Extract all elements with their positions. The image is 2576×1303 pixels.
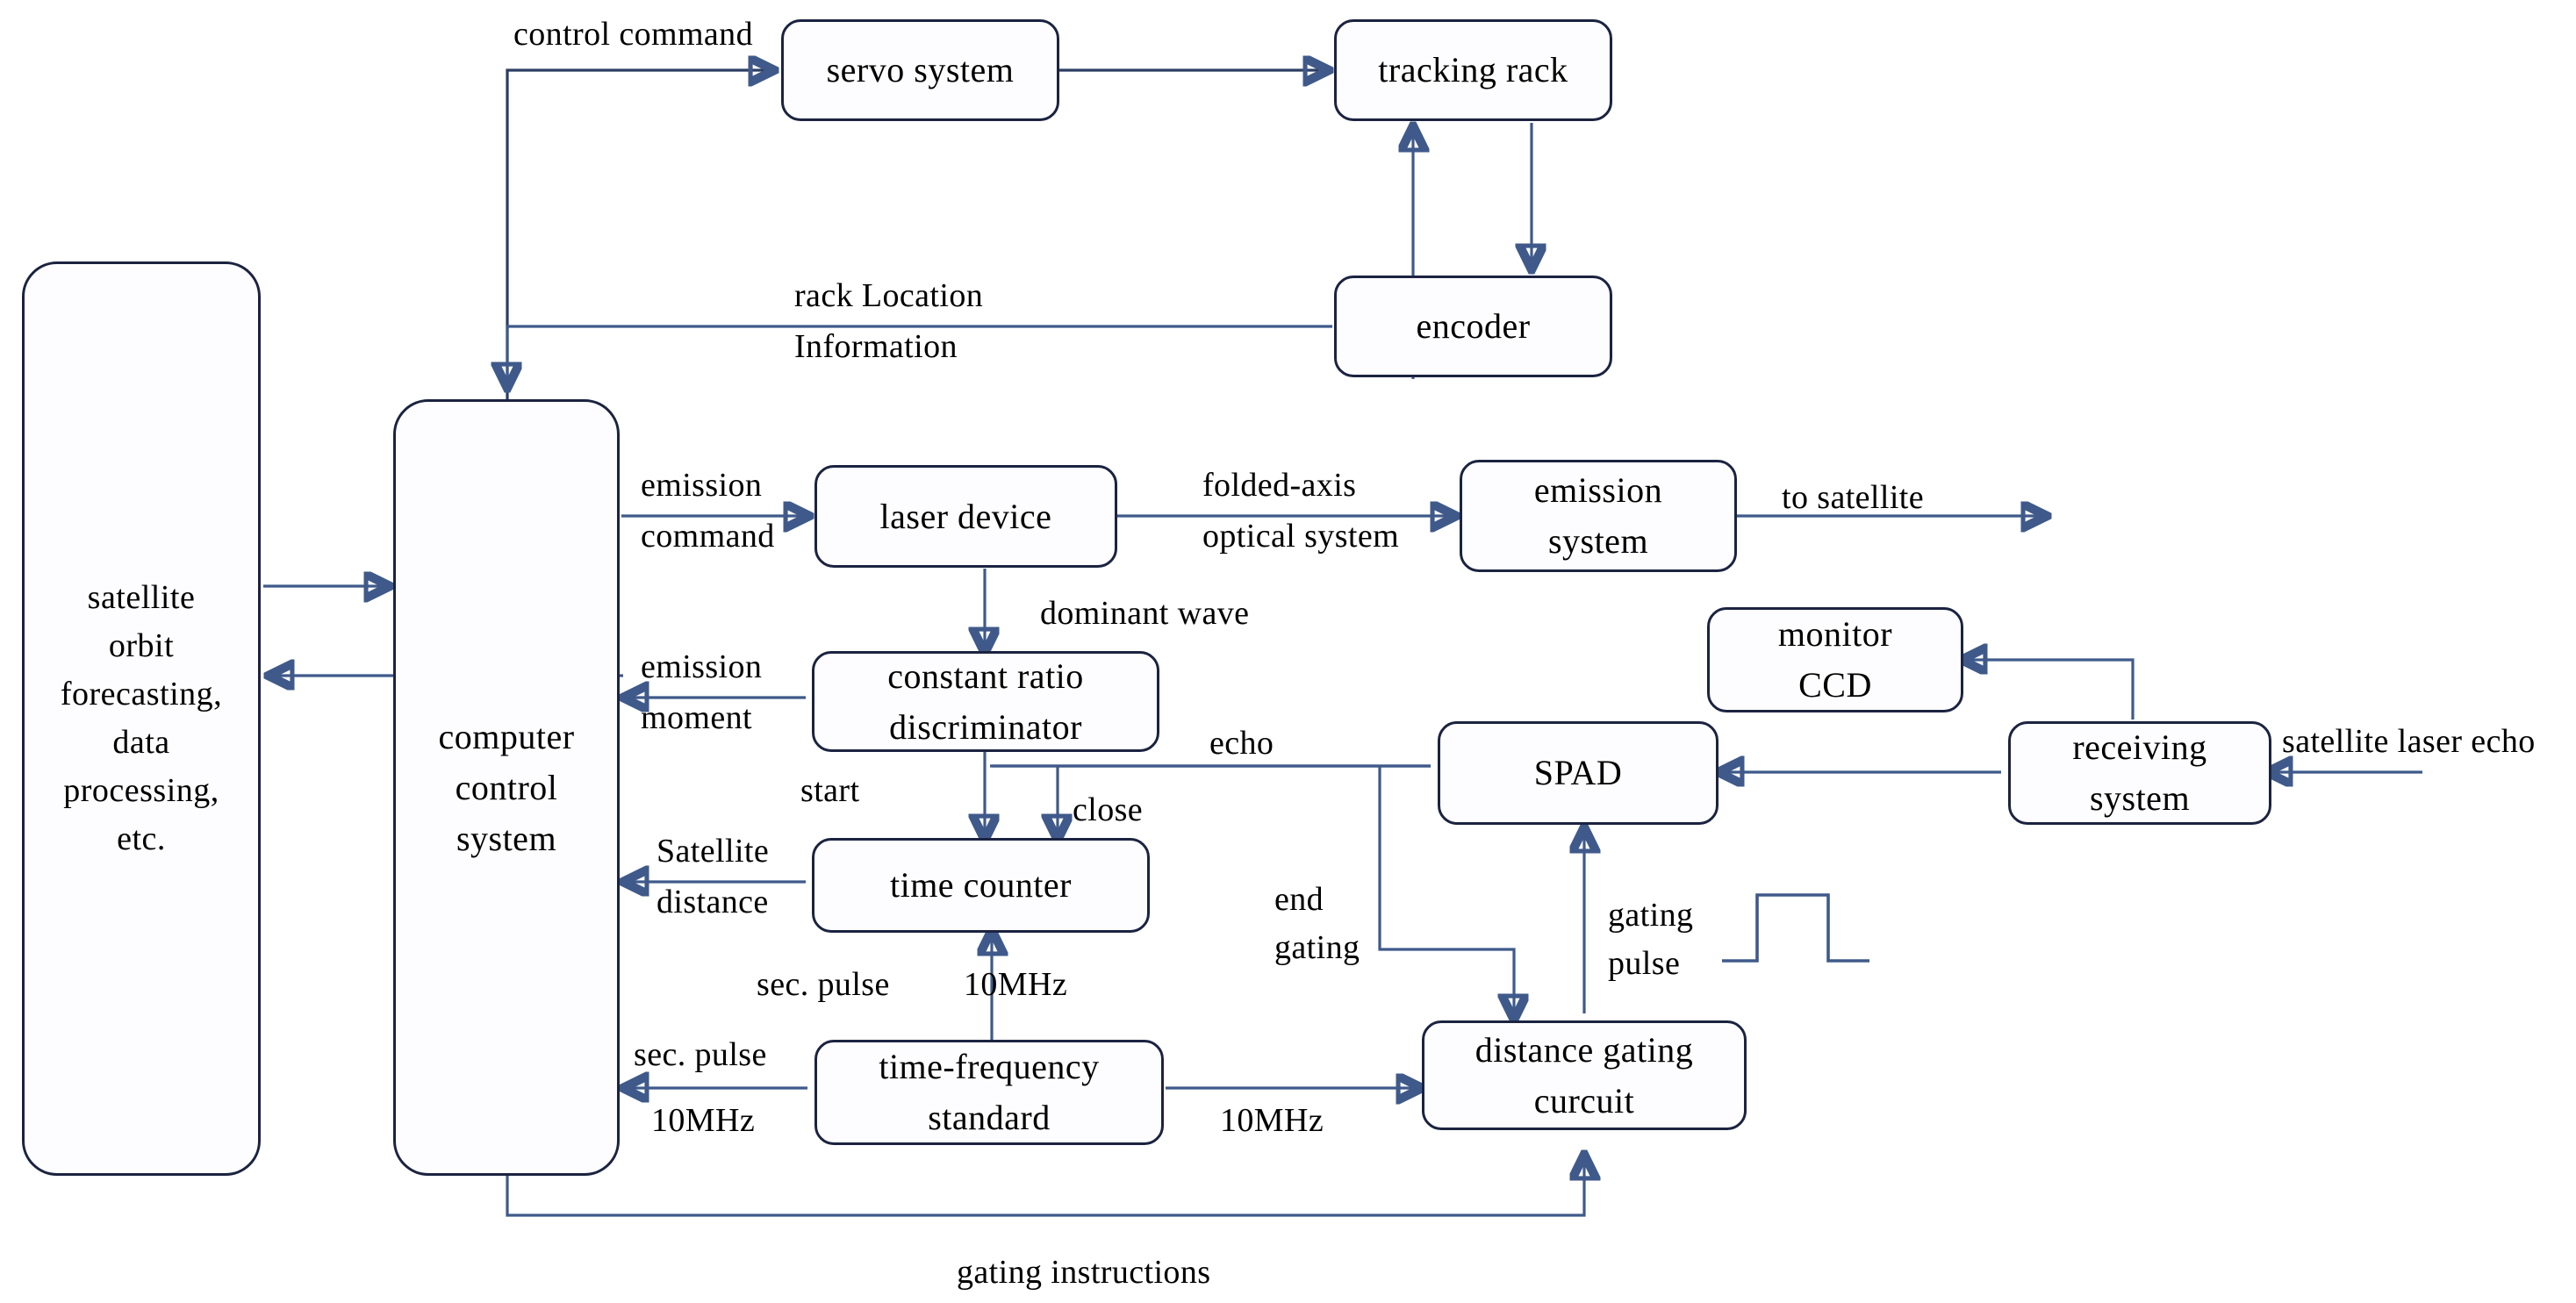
node-time-frequency-standard[interactable]: time-frequency standard <box>814 1040 1164 1145</box>
edge-label-end-gating-line2: gating <box>1274 929 1360 966</box>
edge-label-control-command: control command <box>513 16 753 53</box>
edge-label-satellite-distance-line1: Satellite <box>657 833 770 870</box>
edge-label-dominant-wave: dominant wave <box>1040 595 1250 632</box>
node-label-line: constant ratio <box>887 655 1084 696</box>
node-distance-gating-circuit[interactable]: distance gating curcuit <box>1422 1020 1747 1130</box>
node-label-line: distance gating <box>1475 1029 1694 1070</box>
edge-label-optical-system: optical system <box>1202 518 1400 555</box>
node-label-line: receiving <box>2072 727 2207 767</box>
node-label-line: control <box>455 767 558 807</box>
node-label-line: data <box>112 724 170 761</box>
node-label-line: SPAD <box>1533 753 1623 792</box>
node-label-line: computer <box>438 716 575 756</box>
edge-label-gating-instructions: gating instructions <box>957 1254 1211 1291</box>
node-emission-system[interactable]: emission system <box>1460 460 1737 572</box>
node-label-line: laser device <box>879 496 1052 536</box>
node-encoder[interactable]: encoder <box>1334 276 1612 377</box>
edge-label-rack-location: rack Location <box>794 277 984 314</box>
edge-label-end-gating-line1: end <box>1274 881 1324 918</box>
edge-label-emission-command-line1: emission <box>641 467 763 504</box>
edge-label-satellite-laser-echo: satellite laser echo <box>2282 723 2536 760</box>
node-label-line: processing, <box>63 772 219 810</box>
node-satellite-orbit[interactable]: satellite orbit forecasting, data proces… <box>22 261 261 1176</box>
node-label-line: system <box>2089 778 2191 818</box>
node-label-line: encoder <box>1416 306 1531 346</box>
edge-label-sec-pulse-middle: sec. pulse <box>757 966 890 1003</box>
node-receiving-system[interactable]: receiving system <box>2008 721 2271 825</box>
node-label-line: standard <box>928 1098 1051 1137</box>
edge-label-emission-command-line2: command <box>641 518 775 555</box>
node-label-line: time-frequency <box>879 1047 1100 1086</box>
node-laser-device[interactable]: laser device <box>814 465 1117 568</box>
node-label-line: system <box>1547 521 1649 561</box>
node-servo-system[interactable]: servo system <box>781 19 1059 121</box>
edge-label-to-satellite: to satellite <box>1782 479 1925 516</box>
edge-label-folded-axis: folded-axis <box>1202 467 1357 504</box>
node-label-line: orbit <box>108 626 175 664</box>
edge-label-emission-moment-line1: emission <box>641 648 763 685</box>
edge-label-satellite-distance-line2: distance <box>657 884 769 920</box>
node-label-line: etc. <box>117 820 166 858</box>
node-label-line: curcuit <box>1533 1080 1635 1120</box>
edge-label-emission-moment-line2: moment <box>641 699 752 736</box>
edge-label-10mhz-left: 10MHz <box>651 1102 756 1139</box>
node-time-counter[interactable]: time counter <box>812 838 1150 933</box>
node-label-line: time counter <box>889 865 1073 905</box>
node-tracking-rack[interactable]: tracking rack <box>1334 19 1612 121</box>
node-label-line: monitor <box>1777 614 1893 654</box>
node-label-line: servo system <box>826 50 1015 89</box>
node-constant-ratio-discriminator[interactable]: constant ratio discriminator <box>812 651 1159 752</box>
edge-label-start: start <box>800 772 860 809</box>
edge-label-rack-location-information: Information <box>794 328 958 365</box>
edge-label-echo: echo <box>1209 725 1274 762</box>
node-label-line: forecasting, <box>60 675 223 712</box>
edge-label-close: close <box>1073 791 1144 828</box>
node-label-line: satellite <box>87 578 196 616</box>
edge-label-gating-pulse-line2: pulse <box>1608 945 1681 982</box>
edge-label-10mhz-middle: 10MHz <box>964 966 1068 1003</box>
edge-label-sec-pulse-left: sec. pulse <box>634 1036 767 1073</box>
edge-label-10mhz-right: 10MHz <box>1220 1102 1324 1139</box>
node-label-line: discriminator <box>889 706 1082 747</box>
node-label-line: emission <box>1533 470 1663 510</box>
node-label-line: tracking rack <box>1378 50 1568 89</box>
node-computer-control-system[interactable]: computer control system <box>393 399 620 1176</box>
node-spad[interactable]: SPAD <box>1438 721 1719 825</box>
node-label-line: system <box>456 818 557 858</box>
edge-label-gating-pulse-line1: gating <box>1608 897 1694 934</box>
node-monitor-ccd[interactable]: monitor CCD <box>1707 607 1963 712</box>
node-label-line: CCD <box>1798 665 1872 705</box>
